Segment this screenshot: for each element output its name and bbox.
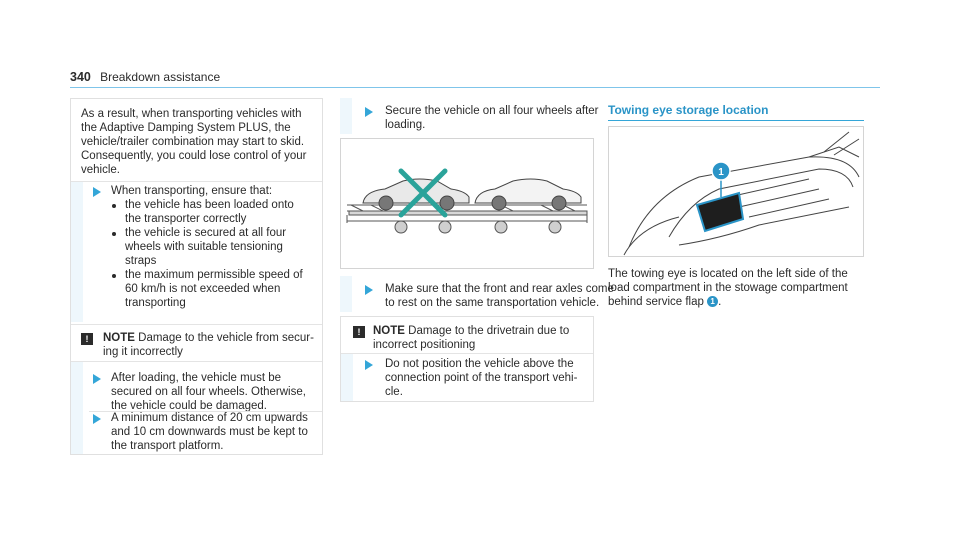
callout-1-icon: 1: [707, 296, 719, 308]
col2-note-box: ! NOTE Damage to the drivetrain due to in…: [340, 316, 594, 402]
section-name: Breakdown assistance: [100, 70, 221, 84]
page-header: 340 Breakdown assistance: [70, 70, 220, 85]
col3-text: The towing eye is located on the left si…: [608, 267, 848, 309]
bullet-icon: [112, 204, 116, 208]
heading-rule: [608, 120, 864, 121]
step-arrow-icon: [365, 285, 373, 295]
divider: [71, 324, 322, 325]
col1-step2: After loading, the vehicle must be secur…: [111, 372, 306, 412]
step-arrow-icon: [93, 374, 101, 384]
section-heading: Towing eye storage location: [608, 103, 769, 117]
transport-figure: [340, 138, 594, 269]
col2-note: NOTE Damage to the drivetrain due to inco…: [373, 324, 569, 352]
col1-bullet-1: the vehicle has been loaded onto the tra…: [125, 199, 294, 225]
col1-intro-text: As a result, when transporting vehicles …: [81, 108, 307, 176]
bullet-icon: [112, 232, 116, 236]
col1-bullet-3: the maximum permissible speed of 60 km/h…: [125, 269, 303, 309]
step-arrow-icon: [365, 107, 373, 117]
col1-box: As a result, when transporting vehicles …: [70, 98, 323, 455]
divider: [71, 181, 322, 182]
col1-bullet-2: the vehicle is secured at all four wheel…: [125, 227, 287, 267]
trunk-figure: 1: [608, 126, 864, 257]
page-number: 340: [70, 70, 91, 84]
note-label: NOTE: [103, 332, 135, 344]
warning-icon: !: [353, 326, 365, 338]
warning-icon: !: [81, 333, 93, 345]
col1-step1: When transporting, ensure that:: [111, 185, 273, 197]
note-text-cont: incorrect positioning: [373, 339, 476, 351]
trunk-illustration: 1: [623, 131, 860, 256]
callout-number: 1: [718, 167, 724, 178]
col2-step3: Do not position the vehicle above the co…: [385, 358, 578, 398]
step-arrow-icon: [93, 414, 101, 424]
divider: [89, 411, 322, 412]
col3-text-end: .: [718, 296, 722, 308]
divider: [71, 361, 322, 362]
header-rule: [70, 87, 880, 88]
divider: [341, 353, 593, 354]
note-text: Damage to the drivetrain due to: [408, 325, 570, 337]
bullet-icon: [112, 274, 116, 278]
col1-step3: A minimum distance of 20 cm upwards and …: [111, 412, 308, 452]
col3-text-main: The towing eye is located on the left si…: [608, 268, 848, 308]
note-text: Damage to the vehicle from secur-: [138, 332, 314, 344]
col1-note: NOTE Damage to the vehicle from secur-in…: [103, 331, 314, 359]
transport-illustration: [346, 168, 588, 234]
col2-step1: Secure the vehicle on all four wheels af…: [385, 105, 599, 131]
col2-step2: Make sure that the front and rear axles …: [385, 283, 614, 309]
step-arrow-icon: [365, 360, 373, 370]
step-arrow-icon: [93, 187, 101, 197]
note-label: NOTE: [373, 325, 405, 337]
note-text-cont: ing it incorrectly: [103, 346, 183, 358]
